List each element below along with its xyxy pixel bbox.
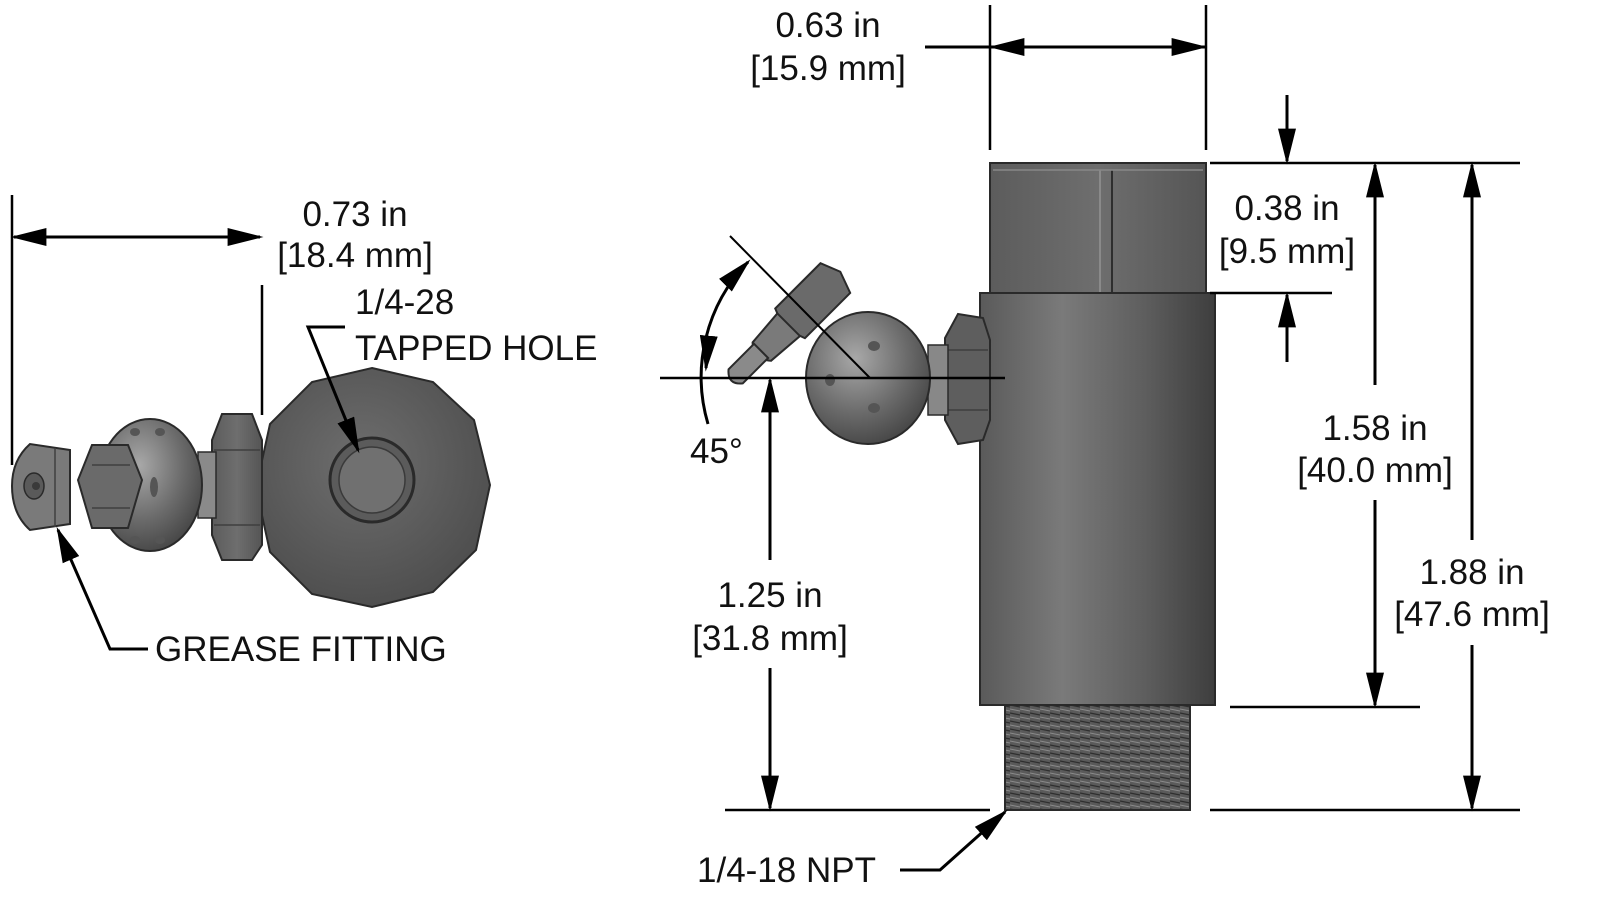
hex-height-mm-label: [9.5 mm] bbox=[1219, 232, 1355, 271]
tapped-hole-text-label: TAPPED HOLE bbox=[355, 329, 597, 368]
top-width-in-label: 0.63 in bbox=[775, 6, 880, 45]
top-width-dimension: 0.63 in [15.9 mm] bbox=[750, 5, 1208, 150]
total-height-in-label: 1.88 in bbox=[1419, 553, 1524, 592]
side-width-mm-label: [18.4 mm] bbox=[277, 236, 433, 275]
hex-height-in-label: 0.38 in bbox=[1234, 189, 1339, 228]
body-height-dimension: 1.58 in [40.0 mm] bbox=[1230, 161, 1453, 709]
total-height-dimension: 1.88 in [47.6 mm] bbox=[1210, 161, 1550, 812]
side-width-dimension: 0.73 in [18.4 mm] bbox=[10, 195, 433, 465]
total-height-mm-label: [47.6 mm] bbox=[1394, 595, 1550, 634]
side-width-in-label: 0.73 in bbox=[302, 195, 407, 234]
threaded-end bbox=[1004, 704, 1191, 811]
fitting-height-mm-label: [31.8 mm] bbox=[692, 619, 848, 658]
hex-section bbox=[989, 162, 1207, 294]
side-view-part bbox=[10, 366, 492, 609]
fitting-height-in-label: 1.25 in bbox=[717, 576, 822, 615]
body-height-in-label: 1.58 in bbox=[1322, 409, 1427, 448]
grease-fitting-label: GREASE FITTING bbox=[155, 630, 447, 669]
tapped-hole-callout: 1/4-28 TAPPED HOLE bbox=[305, 283, 597, 454]
front-view-part bbox=[727, 162, 1216, 811]
tapped-hole-size-label: 1/4-28 bbox=[355, 283, 454, 322]
thread-callout: 1/4-18 NPT bbox=[697, 809, 1008, 890]
body-height-mm-label: [40.0 mm] bbox=[1297, 451, 1453, 490]
grease-fitting-callout: GREASE FITTING bbox=[56, 526, 447, 669]
fitting-height-dimension: 1.25 in [31.8 mm] bbox=[692, 376, 990, 812]
angle-label: 45° bbox=[690, 432, 743, 471]
thread-label: 1/4-18 NPT bbox=[697, 851, 876, 890]
top-width-mm-label: [15.9 mm] bbox=[750, 49, 906, 88]
main-body bbox=[979, 292, 1216, 706]
angle-dimension: 45° bbox=[690, 259, 751, 471]
fitting-hex-nut bbox=[211, 413, 263, 561]
hex-height-dimension: 0.38 in [9.5 mm] bbox=[1210, 95, 1520, 362]
